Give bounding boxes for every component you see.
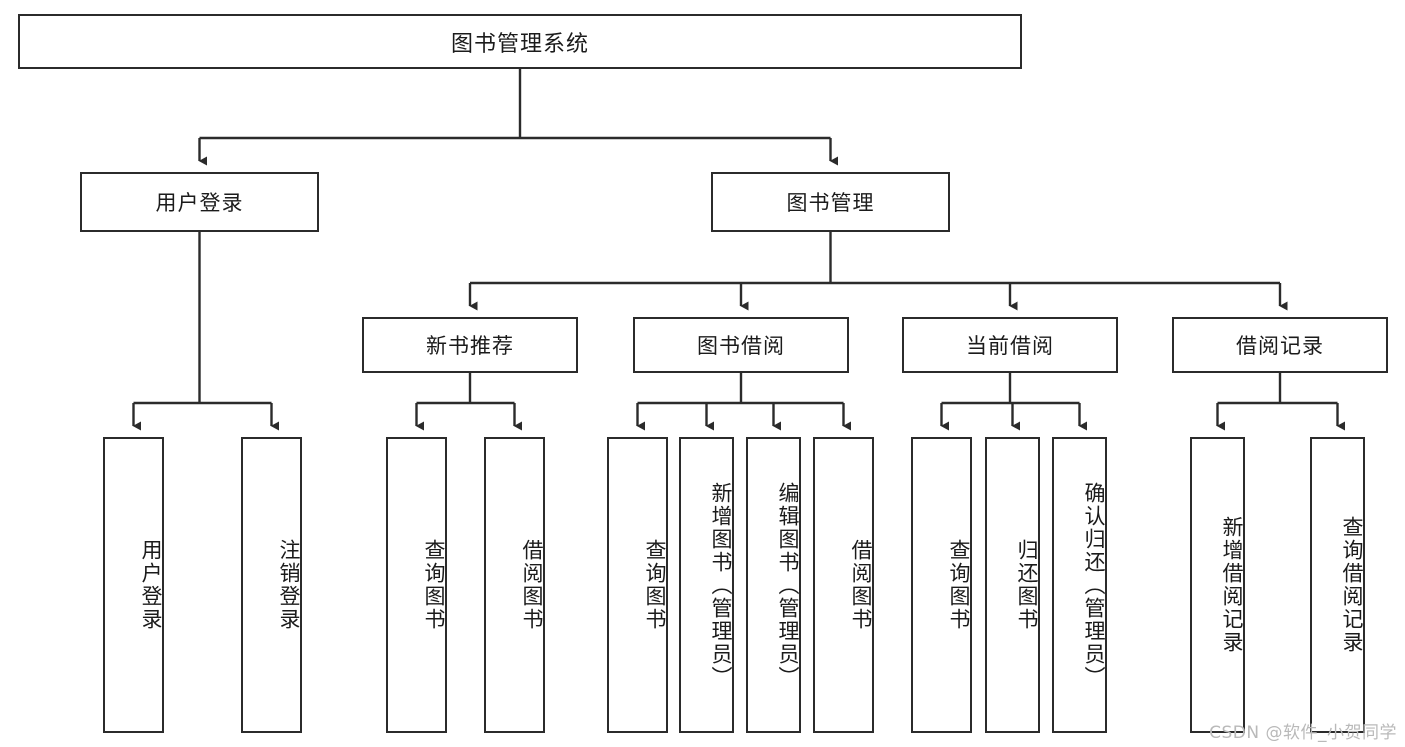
node-borrow[interactable]: 图书借阅: [633, 317, 849, 373]
node-leaf-cu-rt[interactable]: 归还图书: [985, 437, 1040, 733]
node-records[interactable]: 借阅记录: [1172, 317, 1388, 373]
node-leaf-bo-br[interactable]: 借阅图书: [813, 437, 874, 733]
node-leaf-cu-cf[interactable]: 确认归还（管理员）: [1052, 437, 1107, 733]
edge-bus: [637, 373, 844, 405]
node-leaf-re-add[interactable]: 新增借阅记录: [1190, 437, 1245, 733]
node-login[interactable]: 用户登录: [80, 172, 319, 232]
edge-bus: [133, 232, 272, 405]
node-leaf-bo-q[interactable]: 查询图书: [607, 437, 668, 733]
node-label: 用户登录: [155, 191, 244, 215]
node-label: 注销登录: [277, 539, 301, 631]
node-label: 新增借阅记录: [1220, 516, 1244, 654]
node-current[interactable]: 当前借阅: [902, 317, 1118, 373]
edge-bus: [416, 373, 515, 405]
edge-bus: [470, 232, 1280, 285]
edge-bus: [941, 373, 1080, 405]
node-label: 用户登录: [139, 539, 163, 631]
node-leaf-bo-ed[interactable]: 编辑图书（管理员）: [746, 437, 801, 733]
node-label: 当前借阅: [966, 334, 1054, 358]
node-label: 查询图书: [947, 539, 971, 631]
node-label: 编辑图书（管理员）: [776, 481, 800, 689]
node-bookmgmt[interactable]: 图书管理: [711, 172, 950, 232]
node-label: 图书管理系统: [450, 31, 589, 57]
node-leaf-nb-b[interactable]: 借阅图书: [484, 437, 545, 733]
node-label: 归还图书: [1015, 539, 1039, 631]
edge-bus: [1217, 373, 1338, 405]
node-label: 图书管理: [786, 191, 875, 215]
node-label: 新增图书（管理员）: [709, 481, 733, 689]
watermark: CSDN @软件_小贺同学: [1209, 723, 1397, 743]
edge-bus: [199, 69, 831, 140]
node-leaf-bo-add[interactable]: 新增图书（管理员）: [679, 437, 734, 733]
node-label: 查询图书: [643, 539, 667, 631]
node-leaf-login[interactable]: 用户登录: [103, 437, 164, 733]
node-label: 借阅图书: [520, 539, 544, 631]
node-leaf-nb-q[interactable]: 查询图书: [386, 437, 447, 733]
node-label: 图书借阅: [697, 334, 785, 358]
node-leaf-logout[interactable]: 注销登录: [241, 437, 302, 733]
node-label: 查询借阅记录: [1340, 516, 1364, 654]
node-label: 确认归还（管理员）: [1082, 481, 1106, 689]
node-label: 借阅图书: [849, 539, 873, 631]
node-leaf-re-q[interactable]: 查询借阅记录: [1310, 437, 1365, 733]
node-label: 借阅记录: [1236, 334, 1324, 358]
node-newbook[interactable]: 新书推荐: [362, 317, 578, 373]
node-label: 新书推荐: [426, 334, 514, 358]
node-root[interactable]: 图书管理系统: [18, 14, 1022, 69]
node-leaf-cu-q[interactable]: 查询图书: [911, 437, 972, 733]
node-label: 查询图书: [422, 539, 446, 631]
